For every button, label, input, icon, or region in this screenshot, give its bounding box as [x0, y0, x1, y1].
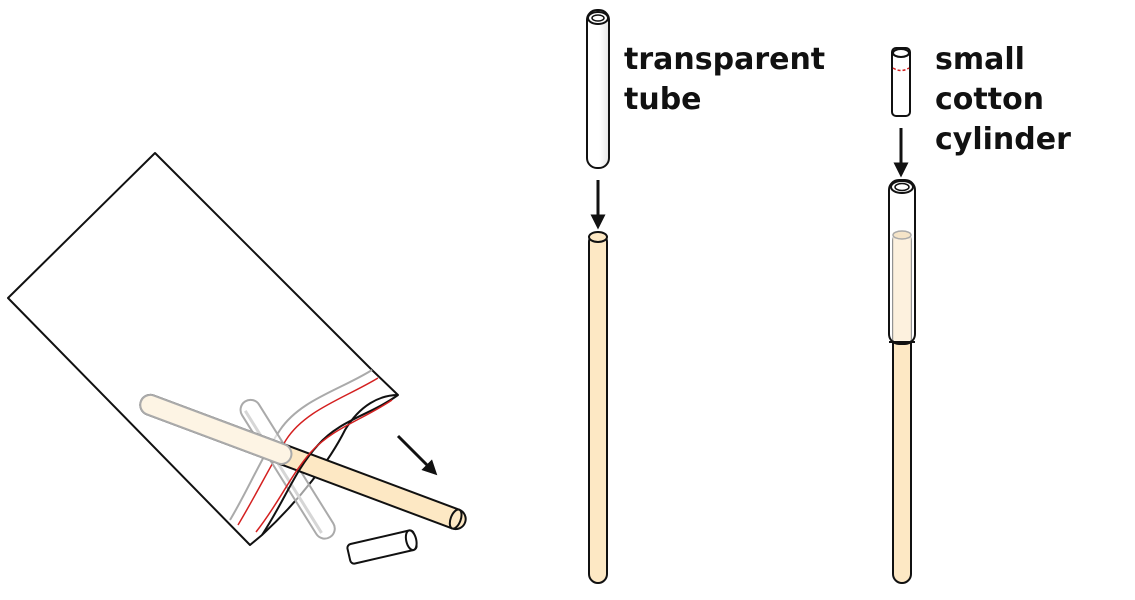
transparent-tube-label: transparent tube [624, 40, 825, 120]
zipper-line-front [255, 399, 393, 533]
tube-step-group [586, 9, 610, 584]
bag-group [7, 152, 467, 565]
loose-cotton-cylinder [346, 529, 418, 565]
bag-opening-back [229, 369, 373, 521]
cotton-cylinder-label-line-2: cotton [935, 82, 1045, 117]
zipper-line-back [237, 377, 379, 526]
cotton-cylinder-label: small cotton cylinder [935, 40, 1071, 160]
transparent-tube [586, 9, 610, 169]
cotton-red-band [892, 67, 910, 72]
wooden-stick-middle [588, 231, 608, 584]
cotton-step-group [888, 47, 916, 584]
transparent-tube-label-line-1: transparent [624, 42, 826, 77]
tube-over-stick [888, 179, 916, 345]
cotton-cylinder-label-line-3: cylinder [935, 122, 1071, 157]
small-cotton-cylinder [891, 47, 911, 117]
plastic-bag [7, 152, 399, 546]
cotton-cylinder-label-line-1: small [935, 42, 1025, 77]
pull-out-arrow [396, 434, 438, 476]
transparent-tube-label-line-2: tube [624, 82, 702, 117]
